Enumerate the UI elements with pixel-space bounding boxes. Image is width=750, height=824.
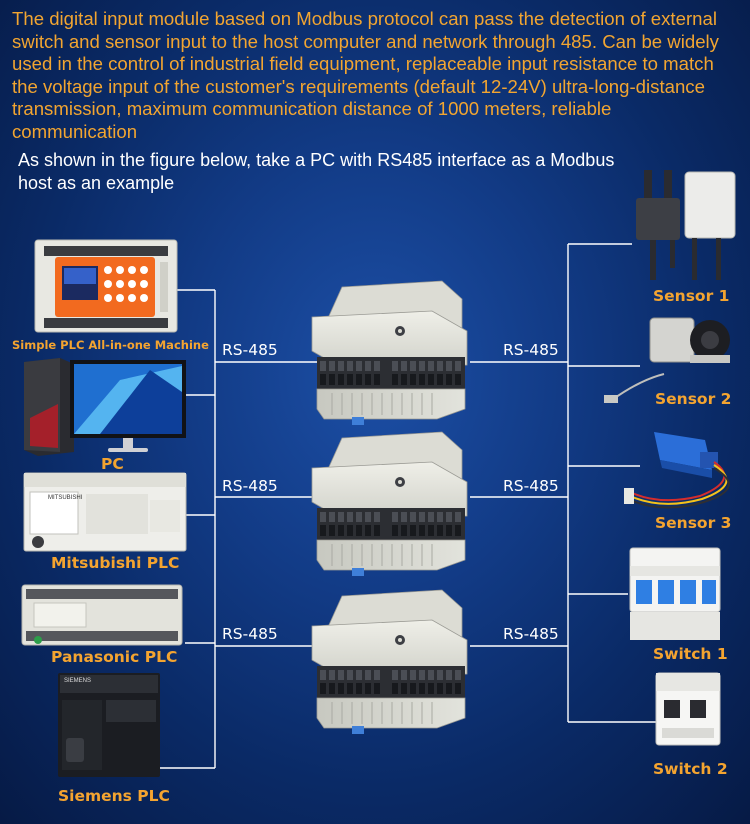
rs485-label-right-1: RS-485	[503, 341, 559, 359]
sensor-2-device	[604, 317, 730, 403]
device-label-sensor-2: Sensor 2	[655, 390, 732, 408]
device-label-switch-2: Switch 2	[653, 760, 728, 778]
sensor-1-device	[636, 170, 736, 280]
rs485-label-right-3: RS-485	[503, 625, 559, 643]
pc-device	[24, 358, 186, 456]
switch-2-device	[655, 672, 721, 746]
rs485-label-right-2: RS-485	[503, 477, 559, 495]
host-label-mitsubishi: Mitsubishi PLC	[51, 554, 180, 572]
host-label-siemens: Siemens PLC	[58, 787, 170, 805]
rs485-label-left-3: RS-485	[222, 625, 278, 643]
device-label-switch-1: Switch 1	[653, 645, 728, 663]
siemens-plc-device	[58, 673, 160, 777]
host-label-pc: PC	[101, 455, 124, 473]
host-label-simple-plc: Simple PLC All-in-one Machine	[12, 338, 209, 352]
siemens-brand-text: SIEMENS	[64, 678, 92, 684]
panasonic-plc-device	[21, 584, 183, 646]
subtitle: As shown in the figure below, take a PC …	[18, 150, 615, 193]
rs485-label-left-2: RS-485	[222, 477, 278, 495]
switch-1-device	[629, 547, 721, 640]
intro-paragraph: The digital input module based on Modbus…	[12, 8, 719, 142]
device-label-sensor-3: Sensor 3	[655, 514, 732, 532]
rs485-label-left-1: RS-485	[222, 341, 278, 359]
simple-plc-device	[34, 239, 178, 333]
host-label-panasonic: Panasonic PLC	[51, 648, 178, 666]
mitsubishi-plc-device	[23, 472, 187, 552]
mitsubishi-brand-text: MITSUBISHI	[48, 495, 83, 501]
sensor-3-device	[624, 432, 730, 509]
device-label-sensor-1: Sensor 1	[653, 287, 730, 305]
